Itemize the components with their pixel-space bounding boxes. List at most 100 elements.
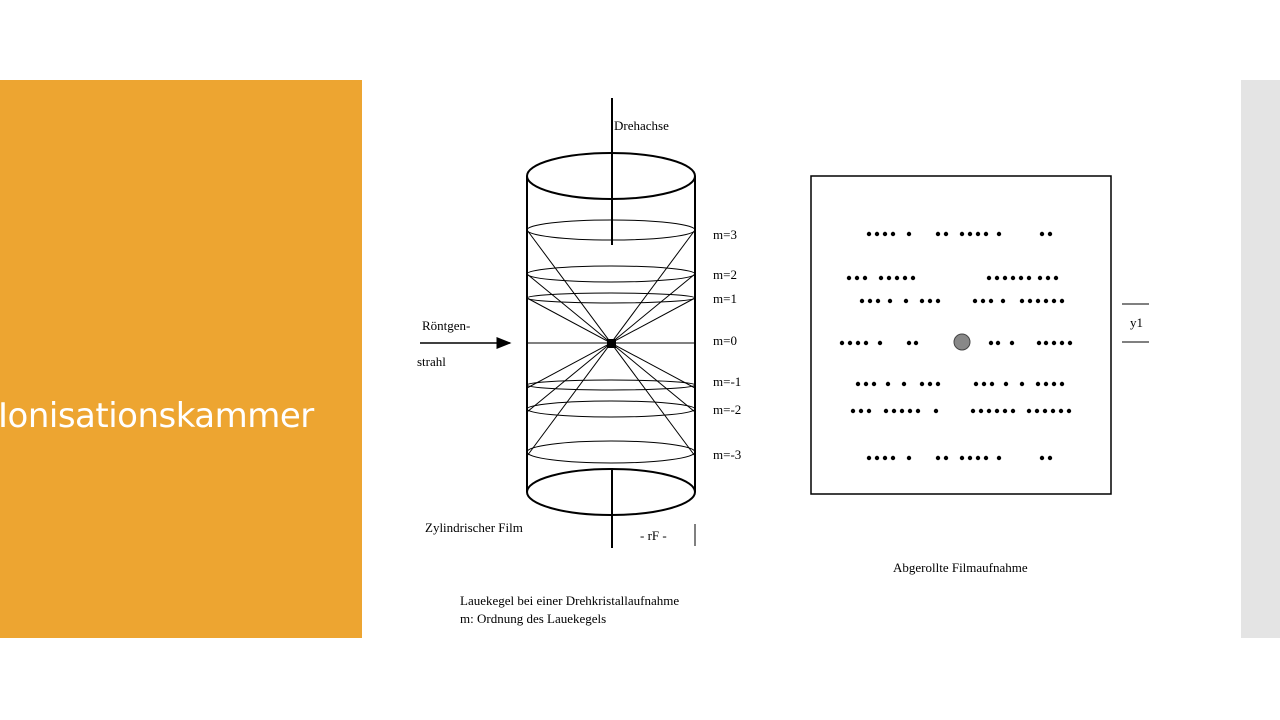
diffraction-spot xyxy=(1002,275,1008,281)
diffraction-spot xyxy=(1035,381,1041,387)
diffraction-spot xyxy=(1043,298,1049,304)
diffraction-spot xyxy=(903,298,909,304)
diffraction-spot xyxy=(875,298,881,304)
caption-line2: m: Ordnung des Lauekegels xyxy=(460,611,606,626)
diffraction-spot xyxy=(988,298,994,304)
diffraction-spot xyxy=(885,381,891,387)
diffraction-spot xyxy=(975,455,981,461)
diffraction-spot xyxy=(973,381,979,387)
diffraction-spot xyxy=(1002,408,1008,414)
diffraction-spot xyxy=(967,455,973,461)
diffraction-spot xyxy=(1043,340,1049,346)
order-label-m1: m=1 xyxy=(713,291,737,306)
diffraction-spot xyxy=(1059,298,1065,304)
diffraction-spot xyxy=(913,340,919,346)
diffraction-spot xyxy=(891,408,897,414)
diffraction-spot xyxy=(1047,455,1053,461)
diffraction-spot xyxy=(839,340,845,346)
film-label: Zylindrischer Film xyxy=(425,520,523,535)
radius-label: - rF - xyxy=(640,528,667,543)
diffraction-spot xyxy=(1059,340,1065,346)
diffraction-spot xyxy=(882,455,888,461)
diffraction-spot xyxy=(981,381,987,387)
diffraction-spot xyxy=(1037,275,1043,281)
diffraction-spot xyxy=(882,231,888,237)
diffraction-spot xyxy=(994,408,1000,414)
diffraction-spot xyxy=(906,455,912,461)
diffraction-spot xyxy=(847,340,853,346)
diffraction-spot xyxy=(1026,275,1032,281)
diffraction-spot xyxy=(859,298,865,304)
diffraction-spot xyxy=(1010,275,1016,281)
diffraction-spots xyxy=(839,231,1073,461)
diffraction-spot xyxy=(890,231,896,237)
diffraction-spot xyxy=(866,231,872,237)
diffraction-spot xyxy=(975,231,981,237)
diffraction-spot xyxy=(1047,231,1053,237)
diffraction-spot xyxy=(935,381,941,387)
diffraction-spot xyxy=(1034,408,1040,414)
diffraction-spot xyxy=(978,408,984,414)
diffraction-spot xyxy=(943,455,949,461)
diffraction-spot xyxy=(935,231,941,237)
order-label-m3: m=3 xyxy=(713,227,737,242)
diffraction-spot xyxy=(1042,408,1048,414)
diffraction-spot xyxy=(996,455,1002,461)
order-label-m0: m=0 xyxy=(713,333,737,348)
diffraction-spot xyxy=(906,340,912,346)
cone-ellipse-m-1 xyxy=(526,379,696,391)
order-label-m2: m=2 xyxy=(713,267,737,282)
diffraction-spot xyxy=(988,340,994,346)
diffraction-spot xyxy=(871,381,877,387)
diffraction-spot xyxy=(858,408,864,414)
diffraction-spot xyxy=(1010,408,1016,414)
diffraction-spot xyxy=(906,231,912,237)
diffraction-spot xyxy=(1058,408,1064,414)
diffraction-spot xyxy=(902,275,908,281)
cylinder xyxy=(526,152,696,516)
diffraction-spot xyxy=(980,298,986,304)
diffraction-spot xyxy=(854,275,860,281)
crystal xyxy=(607,339,616,348)
diffraction-spot xyxy=(901,381,907,387)
diffraction-spot xyxy=(1066,408,1072,414)
diffraction-spot xyxy=(1045,275,1051,281)
diffraction-spot xyxy=(910,275,916,281)
diffraction-spot xyxy=(1026,408,1032,414)
title-panel: Ionisationskammer xyxy=(0,80,362,638)
diffraction-spot xyxy=(899,408,905,414)
diffraction-spot xyxy=(1019,298,1025,304)
diffraction-spot xyxy=(1039,231,1045,237)
diffraction-spot xyxy=(887,298,893,304)
diffraction-spot xyxy=(919,381,925,387)
diffraction-spot xyxy=(1019,381,1025,387)
diffraction-spot xyxy=(983,455,989,461)
diffraction-spot xyxy=(1009,340,1015,346)
diffraction-spot xyxy=(1035,298,1041,304)
diffraction-spot xyxy=(995,340,1001,346)
unrolled-film xyxy=(810,175,1112,495)
diffraction-spot xyxy=(1051,381,1057,387)
diffraction-spot xyxy=(874,455,880,461)
y1-label: y1 xyxy=(1130,315,1143,330)
diffraction-spot xyxy=(959,455,965,461)
diffraction-spot xyxy=(878,275,884,281)
diffraction-spot xyxy=(967,231,973,237)
diffraction-spot xyxy=(894,275,900,281)
diffraction-spot xyxy=(933,408,939,414)
diffraction-spot xyxy=(866,408,872,414)
cone-ellipse-m-3 xyxy=(526,440,696,464)
diffraction-spot xyxy=(1059,381,1065,387)
diffraction-spot xyxy=(866,455,872,461)
diffraction-spot xyxy=(883,408,889,414)
diffraction-spot xyxy=(1050,408,1056,414)
diffraction-spot xyxy=(970,408,976,414)
diffraction-spot xyxy=(907,408,913,414)
diffraction-spot xyxy=(1051,340,1057,346)
diffraction-spot xyxy=(1018,275,1024,281)
diffraction-spot xyxy=(927,381,933,387)
diffraction-spot xyxy=(1043,381,1049,387)
diffraction-spot xyxy=(935,455,941,461)
diffraction-spot xyxy=(959,231,965,237)
diffraction-spot xyxy=(1027,298,1033,304)
